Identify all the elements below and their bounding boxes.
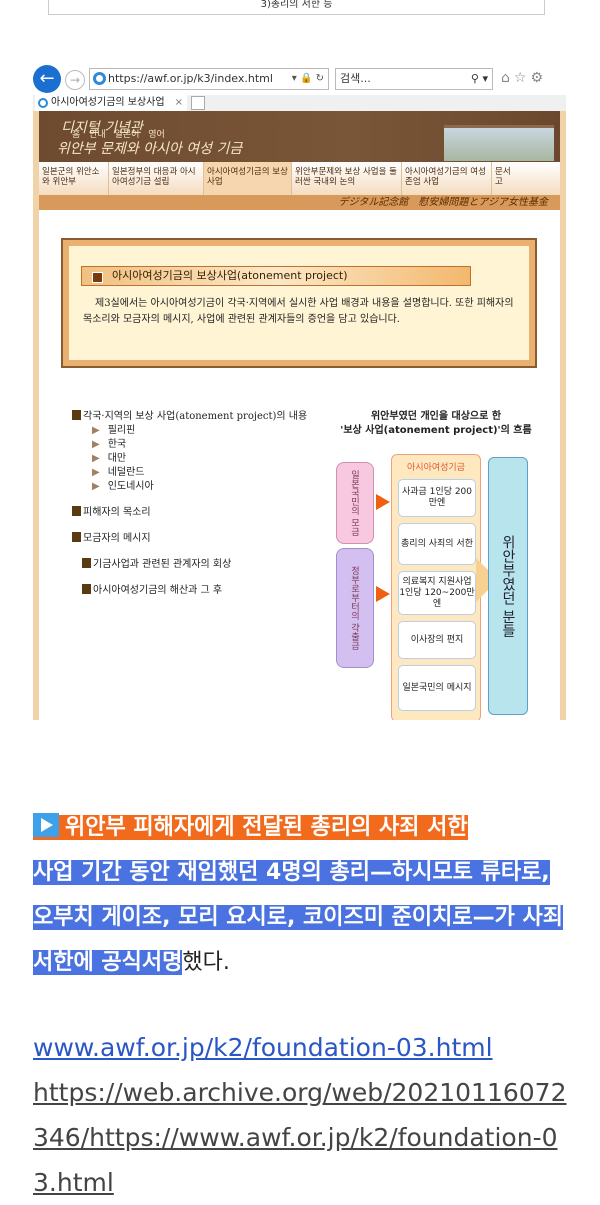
top-links[interactable]: 홈 안내 일본어 영어: [72, 130, 165, 140]
list-label: 모금자의 메시지: [83, 533, 151, 544]
building-image: [444, 125, 554, 161]
intro-heading: 아시아여성기금의 보상사업(atonement project): [81, 266, 471, 286]
target-box: 위안부였던 분들: [488, 457, 528, 715]
body-tail: 했다.: [182, 950, 230, 975]
list-item[interactable]: 모금자의 메시지: [72, 532, 312, 546]
play-icon: [33, 813, 59, 837]
table-cell: 3)총리의 서한 등: [48, 0, 545, 15]
flow-title: '보상 사업(atonement project)'의 흐름: [340, 425, 532, 436]
list-subitem[interactable]: ▶ 인도네시아: [72, 480, 312, 494]
list-label: 아시아여성기금의 해산과 그 후: [93, 585, 223, 596]
archive-link[interactable]: https://web.archive.org/web/202101160723…: [33, 1078, 567, 1197]
triangle-icon: ▶: [92, 439, 100, 450]
flow-title: 위안부였던 개인을 대상으로 한: [370, 411, 502, 422]
list-subitem[interactable]: ▶ 한국: [72, 438, 312, 452]
forward-arrow-icon[interactable]: →: [65, 70, 85, 90]
browser-screenshot: ← → https://awf.or.jp/k3/index.html ▾ 🔒 ↻…: [33, 62, 566, 720]
fund-box: 아시아여성기금 사과금 1인당 200만엔 총리의 사죄의 서한 의료복지 지원…: [391, 454, 481, 720]
nav-item[interactable]: 위안부문제와 보상 사업을 둘러싼 국내외 논의: [292, 162, 402, 195]
list-subitem[interactable]: ▶ 필리핀: [72, 424, 312, 438]
flow-cell: 총리의 사죄의 서한: [398, 523, 476, 565]
browser-tab[interactable]: 아시아여성기금의 보상사업 ×: [35, 95, 187, 111]
tab-title: 아시아여성기금의 보상사업: [51, 97, 165, 108]
flow-cell: 의료복지 지원사업 1인당 120~200만엔: [398, 571, 476, 615]
site-content: 아시아여성기금의 보상사업(atonement project) 제3실에서는 …: [39, 210, 560, 720]
site-subtitle: 위안부 문제와 아시아 여성 기금: [57, 141, 243, 157]
book-icon: [82, 584, 91, 594]
triangle-icon: ▶: [92, 467, 100, 478]
url-text: https://awf.or.jp/k3/index.html: [108, 72, 273, 85]
source-link[interactable]: www.awf.or.jp/k2/foundation-03.html: [33, 1033, 493, 1062]
site-nav: 일본군의 위안소와 위안부 일본정부의 대응과 아시아여성기금 설립 아시아여성…: [39, 162, 560, 195]
list-subitem[interactable]: ▶ 네덜란드: [72, 466, 312, 480]
flow-cell: 일본국민의 메시지: [398, 665, 476, 711]
nav-item-active[interactable]: 아시아여성기금의 보상사업: [204, 162, 292, 195]
home-star-gear-icons[interactable]: ⌂☆⚙: [501, 70, 547, 86]
country-label: 네덜란드: [107, 467, 145, 478]
country-label: 대만: [107, 453, 127, 464]
address-bar-row: ← → https://awf.or.jp/k3/index.html ▾ 🔒 ↻…: [33, 62, 566, 95]
back-arrow-icon[interactable]: ←: [33, 65, 61, 93]
country-label: 인도네시아: [107, 481, 154, 492]
country-label: 필리핀: [107, 425, 136, 436]
book-icon: [72, 532, 81, 542]
nav-item[interactable]: 일본군의 위안소와 위안부: [39, 162, 109, 195]
list-label: 각국·지역의 보상 사업(atonement project)의 내용: [83, 411, 308, 422]
lock-refresh-icon[interactable]: ▾ 🔒 ↻: [291, 73, 324, 84]
fund-label: 아시아여성기금: [407, 463, 465, 473]
triangle-icon: ▶: [92, 481, 100, 492]
government-label: 정부로부터의 갹출금: [349, 566, 359, 650]
nav-item[interactable]: 일본정부의 대응과 아시아여성기금 설립: [109, 162, 204, 195]
content-list: 각국·지역의 보상 사업(atonement project)의 내용 ▶ 필리핀…: [72, 410, 312, 598]
article-heading: 위안부 피해자에게 전달된 총리의 사죄 서한: [33, 813, 468, 840]
list-item[interactable]: 아시아여성기금의 해산과 그 후: [72, 584, 312, 598]
url-field[interactable]: https://awf.or.jp/k3/index.html ▾ 🔒 ↻: [89, 68, 329, 90]
arrow-icon: [376, 494, 390, 510]
triangle-icon: ▶: [92, 453, 100, 464]
ie-icon: [93, 72, 106, 85]
book-icon: [72, 506, 81, 516]
intro-text: 제3실에서는 아시아여성기금이 각국·지역에서 실시한 사업 배경과 내용을 설…: [83, 298, 514, 325]
book-icon: [82, 558, 91, 568]
triangle-icon: ▶: [92, 425, 100, 436]
intro-box: 아시아여성기금의 보상사업(atonement project) 제3실에서는 …: [61, 238, 537, 368]
list-label: 피해자의 목소리: [83, 507, 151, 518]
list-item[interactable]: 피해자의 목소리: [72, 506, 312, 520]
search-placeholder: 검색...: [340, 72, 371, 85]
flow-cell: 사과금 1인당 200만엔: [398, 479, 476, 517]
list-item[interactable]: 기금사업과 관련된 관계자의 회상: [72, 558, 312, 572]
donation-label: 일본국민의 모금: [349, 470, 359, 536]
flow-cell: 이사장의 편지: [398, 621, 476, 659]
site-title: 디지털 기념관: [61, 120, 143, 136]
search-field[interactable]: 검색... ⚲ ▾: [335, 68, 493, 90]
japanese-stripe: デジタル記念館 慰安婦問題とアジア女性基金: [39, 195, 560, 210]
nav-item[interactable]: 아시아여성기금의 여성 존엄 사업: [402, 162, 492, 195]
list-item[interactable]: 각국·지역의 보상 사업(atonement project)의 내용: [72, 410, 312, 424]
country-label: 한국: [107, 439, 127, 450]
list-label: 기금사업과 관련된 관계자의 회상: [93, 559, 232, 570]
arrow-icon: [376, 586, 390, 602]
search-icon[interactable]: ⚲ ▾: [470, 72, 488, 85]
heading-text: 위안부 피해자에게 전달된 총리의 사죄 서한: [65, 815, 468, 840]
book-icon: [72, 410, 81, 420]
list-subitem[interactable]: ▶ 대만: [72, 452, 312, 466]
nav-item[interactable]: 문서고: [495, 167, 511, 187]
close-icon[interactable]: ×: [174, 97, 183, 108]
donation-box: 일본국민의 모금: [336, 462, 374, 544]
highlighted-text: 사업 기간 동안 재임했던 4명의 총리—하시모토 류타로, 오부치 게이조, …: [33, 860, 563, 975]
source-links: www.awf.or.jp/k2/foundation-03.html http…: [33, 1025, 573, 1205]
new-tab-icon[interactable]: [191, 96, 205, 110]
article-paragraph: 위안부 피해자에게 전달된 총리의 사죄 서한 사업 기간 동안 재임했던 4명…: [33, 805, 573, 985]
site-banner: 디지털 기념관 위안부 문제와 아시아 여성 기금 홈 안내 일본어 영어: [39, 111, 560, 162]
flow-diagram: 위안부였던 개인을 대상으로 한 '보상 사업(atonement projec…: [336, 410, 536, 720]
government-box: 정부로부터의 갹출금: [336, 548, 374, 668]
tab-row: 아시아여성기금의 보상사업 ×: [33, 95, 566, 111]
ie-icon: [38, 98, 48, 108]
